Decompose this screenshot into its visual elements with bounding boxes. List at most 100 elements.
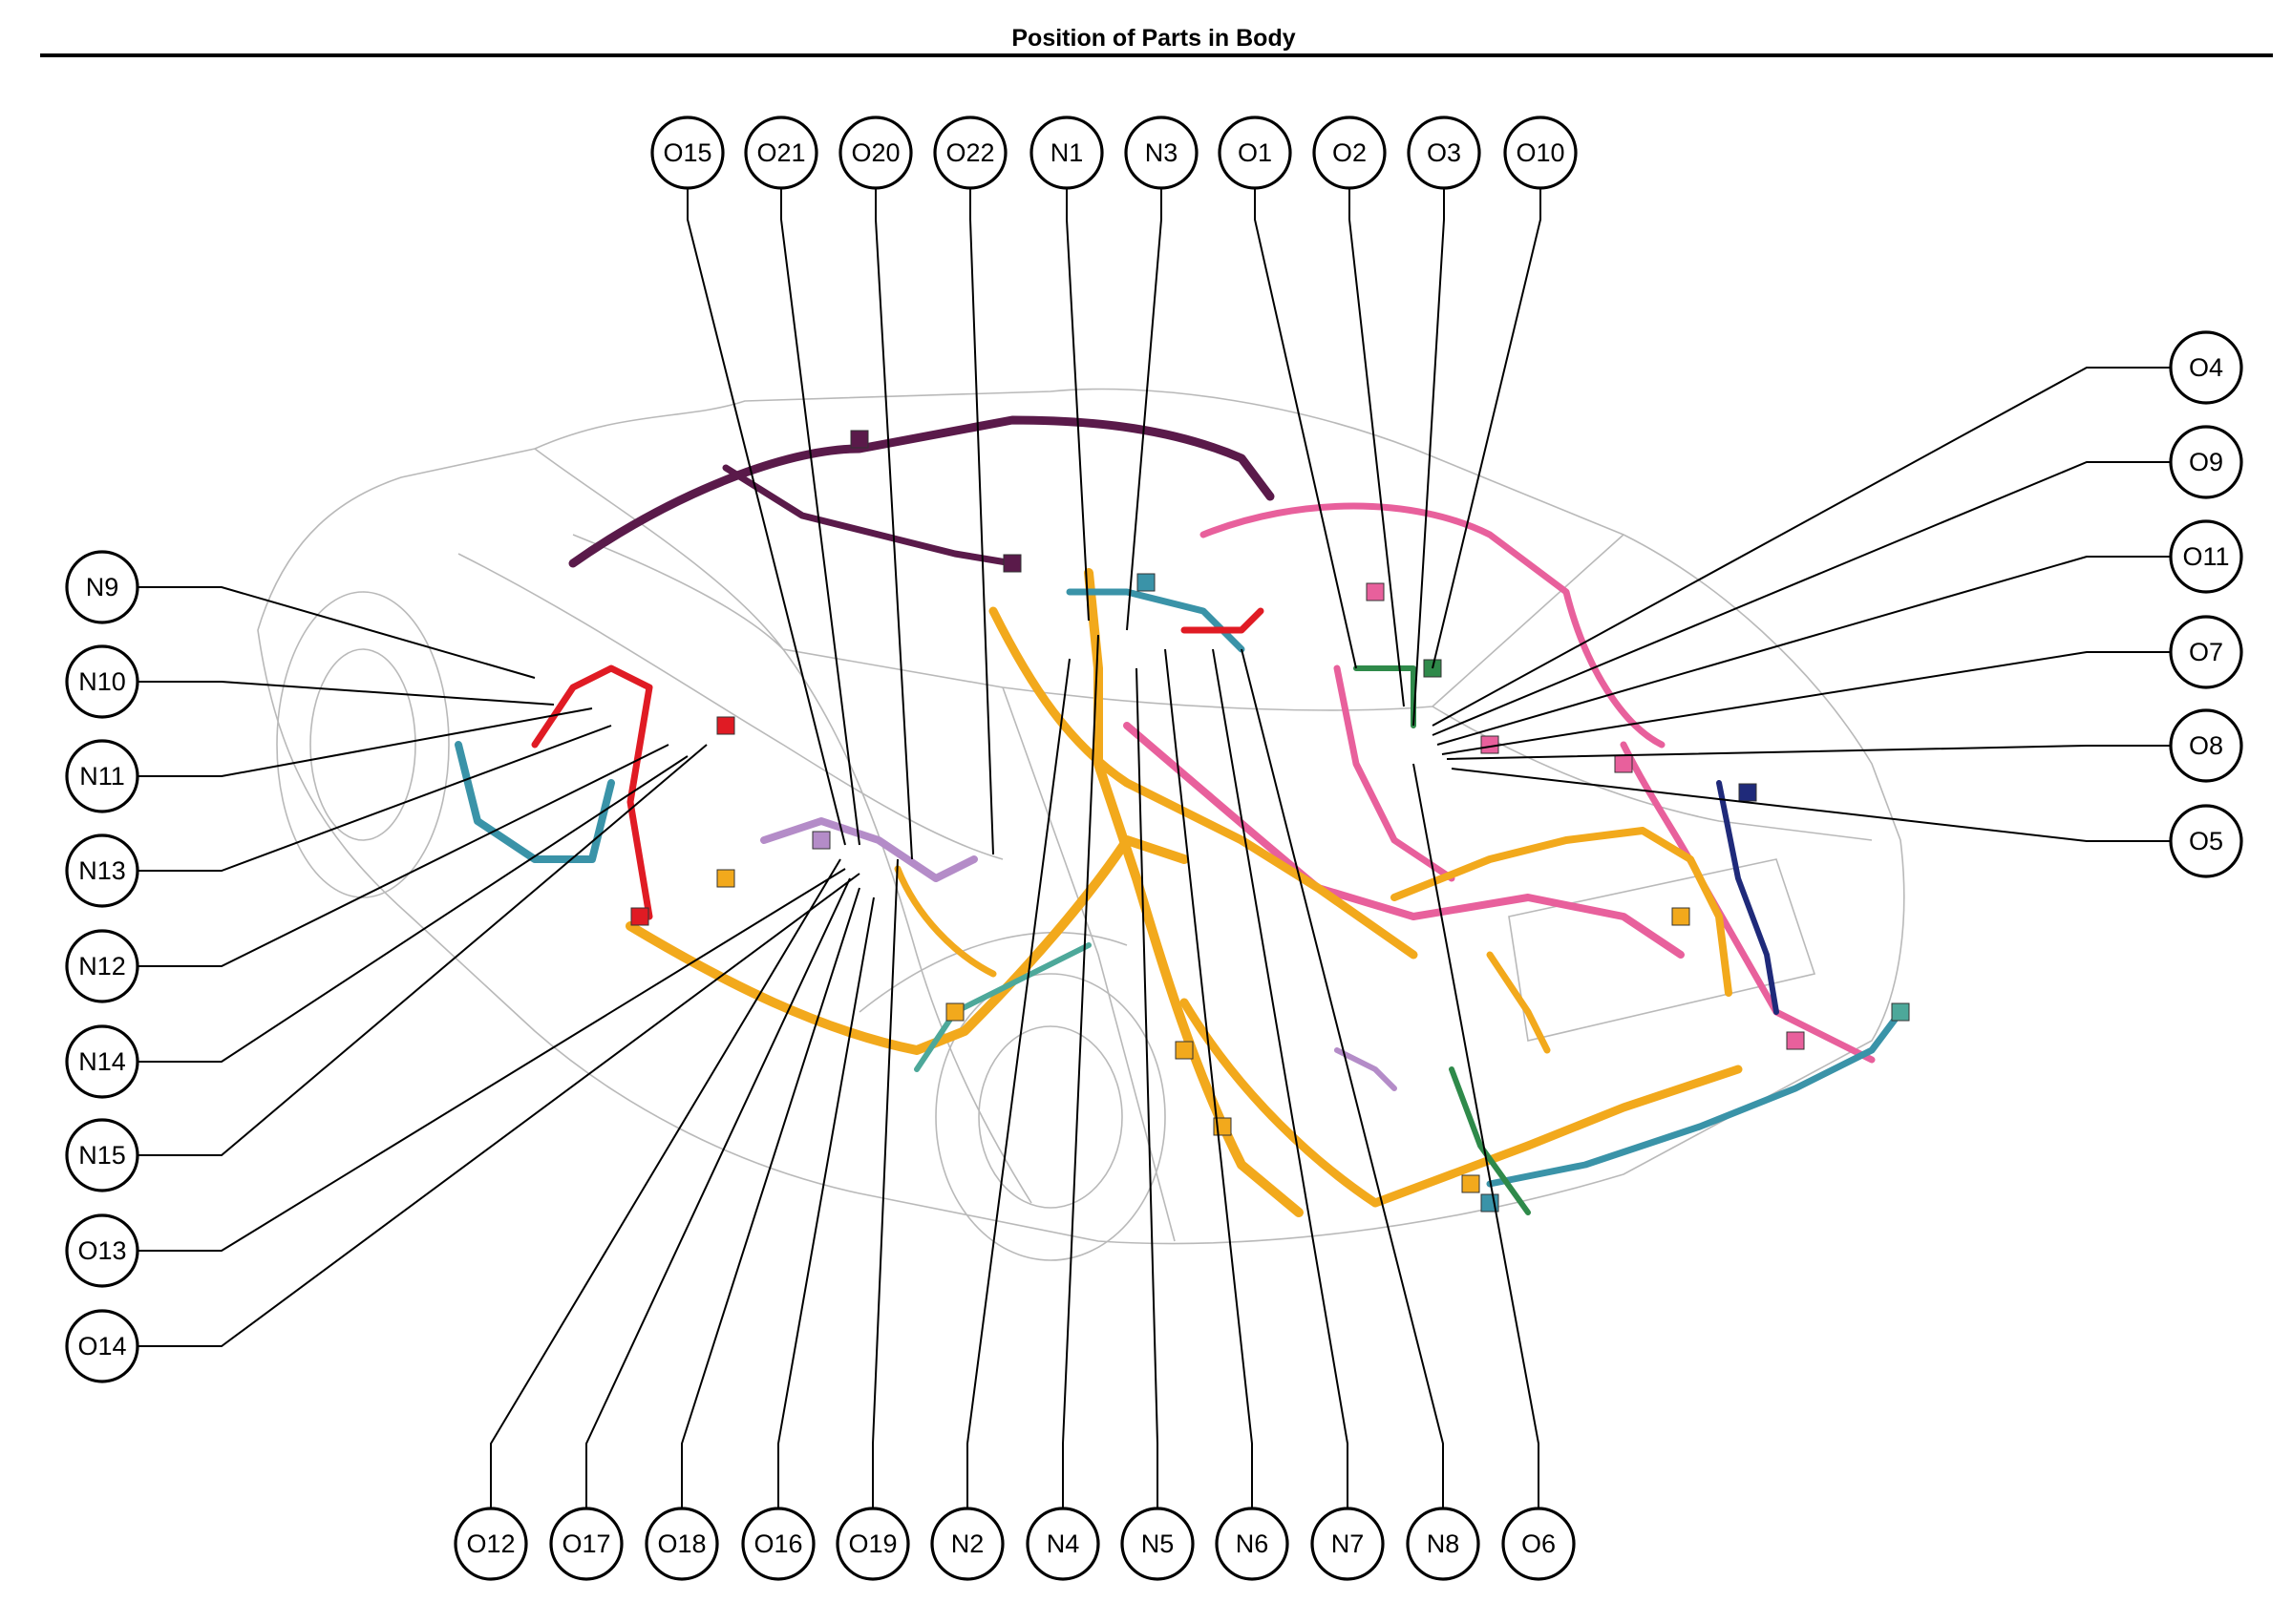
callout-o2: O2: [1312, 116, 1387, 190]
callout-circle: [645, 1507, 719, 1581]
leader-n15: [138, 744, 708, 1156]
leader-n1: [1066, 188, 1090, 622]
callout-o4: O4: [2169, 330, 2243, 405]
connector-10: [850, 430, 869, 449]
leader-n4: [1062, 634, 1099, 1508]
callout-circle: [65, 1118, 139, 1192]
leader-o19: [872, 858, 899, 1508]
callout-n5: N5: [1120, 1507, 1195, 1581]
leader-n13: [138, 725, 612, 872]
callout-o15: O15: [650, 116, 725, 190]
harness-orange-9: [1179, 998, 1743, 1208]
callout-o3: O3: [1407, 116, 1481, 190]
leader-n12: [138, 744, 669, 967]
harness-orange-12: [894, 865, 997, 978]
callout-circle: [65, 1024, 139, 1099]
connector-8: [1614, 754, 1633, 773]
callout-circle: [1124, 116, 1199, 190]
callout-circle: [2169, 330, 2243, 405]
callout-circle: [838, 116, 913, 190]
callout-label: O14: [77, 1332, 126, 1360]
callout-label: O3: [1427, 138, 1461, 167]
callout-n7: N7: [1310, 1507, 1385, 1581]
callout-label: N12: [78, 952, 126, 981]
callout-label: O9: [2189, 448, 2223, 476]
callout-o22: O22: [933, 116, 1008, 190]
callout-n3: N3: [1124, 116, 1199, 190]
callout-o10: O10: [1503, 116, 1578, 190]
leader-n14: [138, 755, 689, 1063]
callout-label: O15: [663, 138, 711, 167]
leader-n7: [1212, 648, 1348, 1508]
leader-n10: [138, 681, 555, 706]
leader-o4: [1432, 367, 2171, 727]
connector-5: [1671, 907, 1690, 926]
leader-o8: [1446, 745, 2171, 760]
harness-pink-2: [1199, 502, 1666, 749]
connector-17: [812, 831, 831, 850]
callout-n6: N6: [1215, 1507, 1289, 1581]
callout-circle: [930, 1507, 1005, 1581]
callout-n2: N2: [930, 1507, 1005, 1581]
harness-lavender-20: [760, 817, 978, 882]
leader-o17: [585, 877, 851, 1508]
callout-circle: [454, 1507, 528, 1581]
harness-orange-7: [988, 606, 1418, 960]
callout-n14: N14: [65, 1024, 139, 1099]
leader-n5: [1135, 667, 1158, 1508]
callout-circle: [65, 550, 139, 624]
callout-label: O12: [466, 1529, 515, 1558]
callout-o13: O13: [65, 1213, 139, 1288]
leader-o20: [875, 188, 913, 860]
callout-circle: [1120, 1507, 1195, 1581]
callout-label: N8: [1427, 1529, 1460, 1558]
callout-label: O5: [2189, 827, 2223, 855]
callout-circle: [65, 1309, 139, 1383]
callout-circle: [650, 116, 725, 190]
harness-purple-0: [568, 415, 1275, 568]
callout-circle: [1407, 116, 1481, 190]
callout-circle: [1310, 1507, 1385, 1581]
harness-orange-6: [626, 835, 1189, 1055]
callout-label: N4: [1047, 1529, 1080, 1558]
connector-15: [630, 907, 649, 926]
leader-o18: [681, 887, 860, 1508]
leader-n6: [1164, 648, 1253, 1508]
callout-circle: [744, 116, 818, 190]
callout-circle: [1215, 1507, 1289, 1581]
callout-circle: [2169, 708, 2243, 783]
callout-o11: O11: [2169, 519, 2243, 594]
callout-label: O1: [1238, 138, 1272, 167]
callout-label: O6: [1521, 1529, 1556, 1558]
callout-label: O19: [848, 1529, 897, 1558]
callout-circle: [741, 1507, 816, 1581]
leader-o13: [138, 868, 846, 1252]
connector-11: [1003, 554, 1022, 573]
callout-circle: [1406, 1507, 1480, 1581]
leader-o14: [138, 873, 860, 1347]
harness-red-16: [531, 664, 653, 920]
callout-circle: [2169, 519, 2243, 594]
harness-purple-1: [722, 464, 1016, 567]
harness-orange-10: [1390, 827, 1732, 997]
wiring-harnesses: [455, 415, 1910, 1217]
leader-o11: [1436, 556, 2171, 746]
callout-label: N6: [1236, 1529, 1269, 1558]
callout-circle: [2169, 804, 2243, 878]
callout-label: O8: [2189, 731, 2223, 760]
callout-label: O4: [2189, 353, 2223, 382]
connector-0: [716, 869, 735, 888]
leader-o21: [780, 188, 860, 846]
connector-6: [1366, 582, 1385, 601]
harness-pink-3: [1123, 722, 1685, 959]
connector-18: [1738, 783, 1757, 802]
callout-circle: [1501, 1507, 1576, 1581]
callout-circle: [65, 644, 139, 719]
page-title: Position of Parts in Body: [1011, 25, 1295, 52]
callout-o9: O9: [2169, 425, 2243, 499]
leader-o10: [1432, 188, 1541, 669]
callout-n4: N4: [1026, 1507, 1100, 1581]
callout-o20: O20: [838, 116, 913, 190]
connector-19: [1891, 1002, 1910, 1022]
